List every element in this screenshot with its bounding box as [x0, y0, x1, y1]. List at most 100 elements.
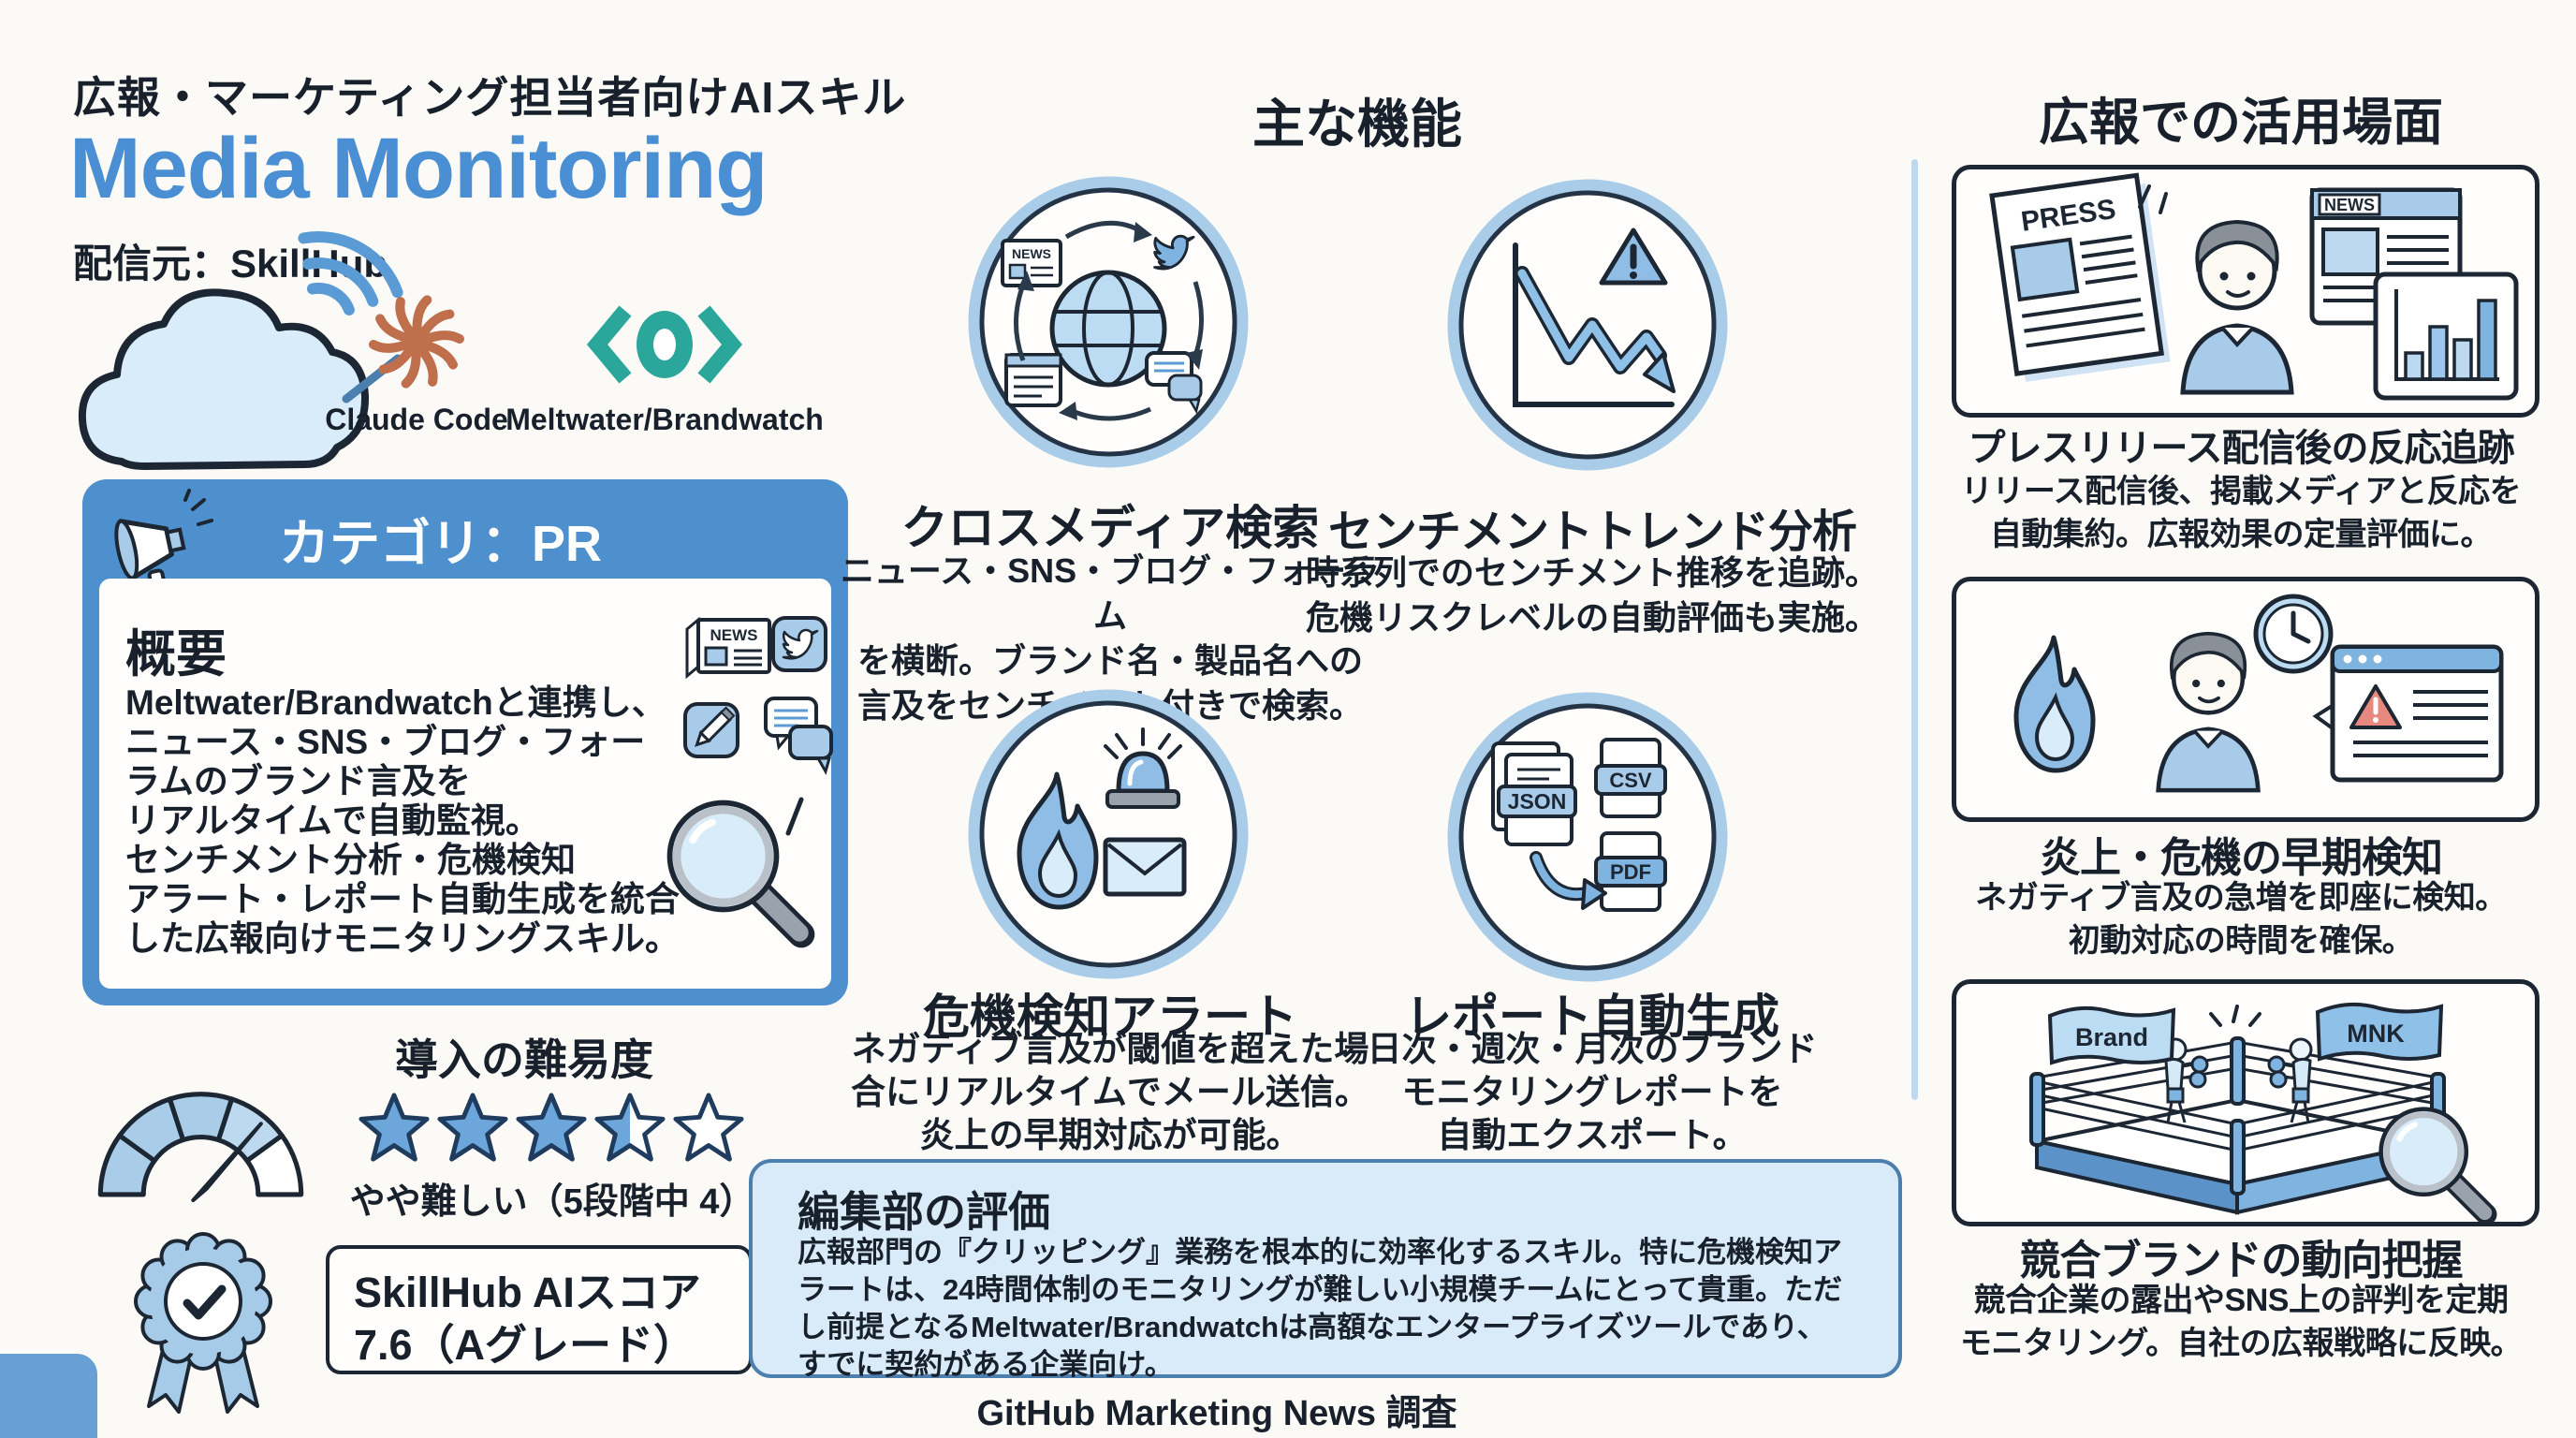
difficulty-label: 導入の難易度	[395, 1035, 653, 1084]
star-full-icon	[359, 1093, 430, 1162]
feature-title: レポート自動生成	[1405, 990, 1779, 1043]
pdf-file-icon: PDF	[1594, 831, 1667, 912]
clock-icon	[2253, 594, 2334, 674]
overview-panel: 概要 Meltwater/Brandwatchと連携し、 ニュース・SNS・ブロ…	[99, 579, 833, 989]
star-empty-icon	[673, 1093, 744, 1162]
svg-text:NEWS: NEWS	[2324, 196, 2375, 214]
feature-icon-cross-media: NEWS	[967, 175, 1250, 470]
use-case-desc: ネガティブ言及の急増を即座に検知。 初動対応の時間を確保。	[1975, 880, 2507, 959]
magnifier-icon	[2381, 1109, 2486, 1214]
chat-chip-icon	[1145, 351, 1203, 415]
editor-note-box: 編集部の評価 広報部門の『クリッピング』業務を根本的に効率化するスキル。特に危機…	[749, 1159, 1902, 1381]
feature-desc: ニュース・SNS・ブログ・フォーラム を横断。ブランド名・製品名への 言及をセン…	[840, 551, 1381, 725]
score-label: SkillHub AIスコア	[354, 1269, 701, 1316]
press-reaction-illustration: PRESS NEWS	[1989, 172, 2519, 401]
magnifier-icon	[670, 803, 802, 935]
page-title: Media Monitoring	[69, 121, 768, 216]
sparkle-line	[785, 797, 804, 836]
star-full-icon	[516, 1093, 587, 1162]
corner-decoration	[0, 1354, 97, 1438]
feature-icon-crisis-alert	[967, 688, 1250, 981]
boxing-ring-icon	[2029, 1036, 2446, 1215]
csv-file-icon: CSV	[1594, 738, 1667, 818]
category-header: カテゴリ：PR	[279, 516, 603, 572]
use-case-title: 炎上・危機の早期検知	[2040, 835, 2443, 881]
cloud-icon	[78, 288, 370, 470]
score-badge-icon	[134, 1232, 272, 1414]
megaphone-icon	[114, 489, 213, 594]
tool-logos-row: Claude Code Meltwater/Brandwatch	[66, 157, 847, 471]
svg-text:MNK: MNK	[2347, 1020, 2405, 1048]
browser-chip-icon	[1004, 353, 1062, 407]
person-icon	[2183, 222, 2291, 392]
features-heading: 主な機能	[1252, 95, 1462, 154]
person-icon	[2159, 634, 2259, 790]
feature-icon-report-export: JSON CSV PDF	[1446, 691, 1729, 984]
flame-icon	[2016, 638, 2093, 770]
difficulty-stars	[358, 1092, 769, 1167]
feature-title: センチメントトレンド分析	[1327, 507, 1857, 557]
star-half-icon	[594, 1093, 666, 1162]
overview-text: Meltwater/Brandwatchと連携し、 ニュース・SNS・ブログ・フ…	[125, 683, 680, 958]
siren-icon	[1104, 727, 1182, 809]
category-card: カテゴリ：PR 概要 Meltwater/Brandwatchと連携し、 ニュー…	[82, 479, 848, 1005]
feature-title: クロスメディア検索	[900, 502, 1320, 554]
feature-desc: 日次・週次・月次のブランド モニタリングレポートを 自動エクスポート。	[1367, 1030, 1818, 1154]
alert-browser-icon	[2312, 644, 2504, 783]
pencil-icon	[683, 702, 739, 758]
press-release-icon: PRESS	[1989, 172, 2171, 382]
use-case-title: プレスリリース配信後の反応追跡	[1968, 428, 2515, 469]
editor-note-text: 広報部門の『クリッピング』業務を根本的に効率化するスキル。特に危機検知アラートは…	[798, 1236, 1843, 1381]
use-case-card-competitor: Brand MNK	[1952, 979, 2539, 1226]
warning-triangle-icon	[1599, 227, 1668, 286]
chat-bubbles-icon	[764, 697, 833, 775]
twitter-icon	[771, 616, 827, 672]
cross-media-globe-icon: NEWS	[1001, 220, 1204, 421]
use-case-card-press: PRESS NEWS	[1952, 165, 2539, 418]
boxer-right-icon	[2267, 1037, 2313, 1123]
warning-triangle-icon	[2349, 684, 2402, 729]
envelope-icon	[1103, 837, 1187, 897]
use-case-desc: 競合企業の露出やSNS上の評判を定期 モニタリング。自社の広報戦略に反映。	[1959, 1283, 2523, 1361]
news-chip-icon: NEWS	[1001, 239, 1062, 287]
svg-text:PDF: PDF	[1610, 860, 1651, 884]
crisis-detection-illustration	[1956, 594, 2504, 808]
report-export-icon: JSON CSV PDF	[1491, 738, 1667, 912]
claude-logo-icon	[369, 295, 464, 389]
brand-flag-icon: Brand	[2047, 1005, 2176, 1065]
crisis-alert-icon	[1019, 727, 1187, 907]
svg-text:Brand: Brand	[2075, 1023, 2148, 1051]
bar-chart-icon	[2373, 271, 2519, 401]
competitor-flag-icon: MNK	[2315, 1002, 2444, 1062]
editor-note-title: 編集部の評価	[798, 1188, 1051, 1236]
feature-icon-sentiment-trend	[1446, 178, 1729, 473]
score-value: 7.6（Aグレード）	[354, 1321, 696, 1369]
newspaper-icon: NEWS	[685, 616, 771, 680]
feature-desc: 時系列でのセンチメント推移を追跡。 危機リスクレベルの自動評価も実施。	[1305, 553, 1879, 637]
use-case-desc: リリース配信後、掲載メディアと反応を 自動集約。広報効果の定量評価に。	[1960, 474, 2522, 552]
use-cases-heading: 広報での活用場面	[2039, 95, 2443, 151]
footer-credit: GitHub Marketing News 調査	[976, 1394, 1457, 1433]
score-box: SkillHub AIスコア 7.6（Aグレード）	[326, 1245, 753, 1374]
svg-text:CSV: CSV	[1609, 769, 1652, 792]
meltwater-logo-icon	[586, 305, 743, 384]
meltwater-label: Meltwater/Brandwatch	[505, 403, 824, 436]
overview-icons: NEWS	[661, 616, 833, 981]
sentiment-trend-chart-icon	[1513, 227, 1676, 407]
feature-desc: ネガティブ言及が閾値を超えた場 合にリアルタイムでメール送信。 炎上の早期対応が…	[851, 1030, 1369, 1154]
wifi-signal-icon	[298, 231, 403, 315]
overview-title: 概要	[125, 626, 227, 682]
svg-text:NEWS: NEWS	[1012, 246, 1051, 261]
use-case-title: 競合ブランドの動向把握	[2019, 1238, 2464, 1284]
page-kicker: 広報・マーケティング担当者向けAIスキル	[73, 73, 907, 122]
claude-code-label: Claude Code	[325, 403, 508, 436]
difficulty-gauge-icon	[97, 1092, 304, 1203]
competitor-ring-illustration: Brand MNK	[2029, 1002, 2525, 1215]
star-full-icon	[437, 1093, 508, 1162]
tool-logos-illustration	[78, 231, 743, 470]
svg-text:NEWS: NEWS	[710, 626, 758, 644]
use-case-card-crisis	[1952, 577, 2539, 822]
feature-title: 危機検知アラート	[923, 990, 1297, 1043]
column-divider	[1911, 159, 1918, 1100]
